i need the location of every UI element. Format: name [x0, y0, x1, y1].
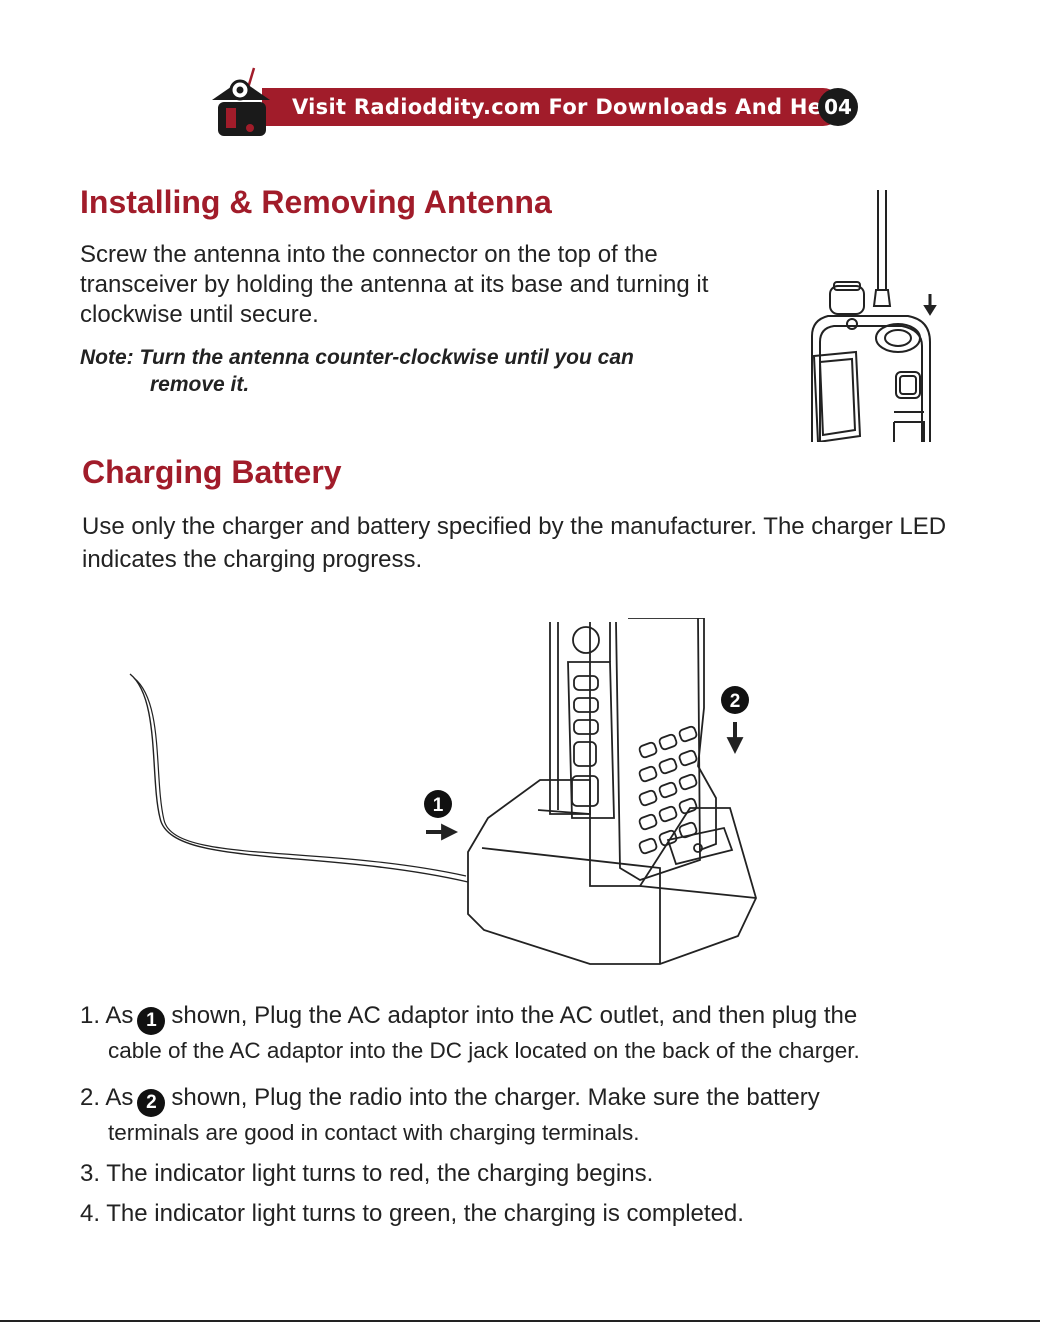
antenna-note: Note: Turn the antenna counter-clockwise… [80, 344, 740, 398]
step-1-continued: cable of the AC adaptor into the DC jack… [108, 1038, 860, 1063]
bottom-rule [0, 1320, 1040, 1322]
antenna-note-line-2: remove it. [150, 373, 250, 396]
banner-text: Visit Radioddity.com For Downloads And H… [292, 95, 846, 119]
step-2-continued: terminals are good in contact with charg… [108, 1120, 640, 1145]
charger-illustration: 1 2 [129, 618, 757, 965]
battery-section-title: Charging Battery [82, 454, 342, 490]
step-3: 3. The indicator light turns to red, the… [80, 1160, 654, 1187]
antenna-installation-illustration [811, 190, 937, 442]
battery-instructions: Use only the charger and battery specifi… [82, 513, 947, 573]
header-banner [262, 88, 842, 126]
antenna-instructions: Screw the antenna into the connector on … [80, 241, 709, 328]
antenna-note-line-1: Note: Turn the antenna counter-clockwise… [80, 346, 634, 369]
callout-2-label: 2 [730, 691, 741, 712]
callout-1-label: 1 [433, 795, 444, 816]
step-1-badge: 1 [137, 1007, 166, 1035]
mascot-logo-icon [212, 67, 270, 136]
antenna-section-title: Installing & Removing Antenna [80, 184, 552, 220]
step-2-badge: 2 [137, 1089, 166, 1117]
page-number-badge: 04 [818, 88, 858, 126]
step-4: 4. The indicator light turns to green, t… [80, 1200, 744, 1227]
